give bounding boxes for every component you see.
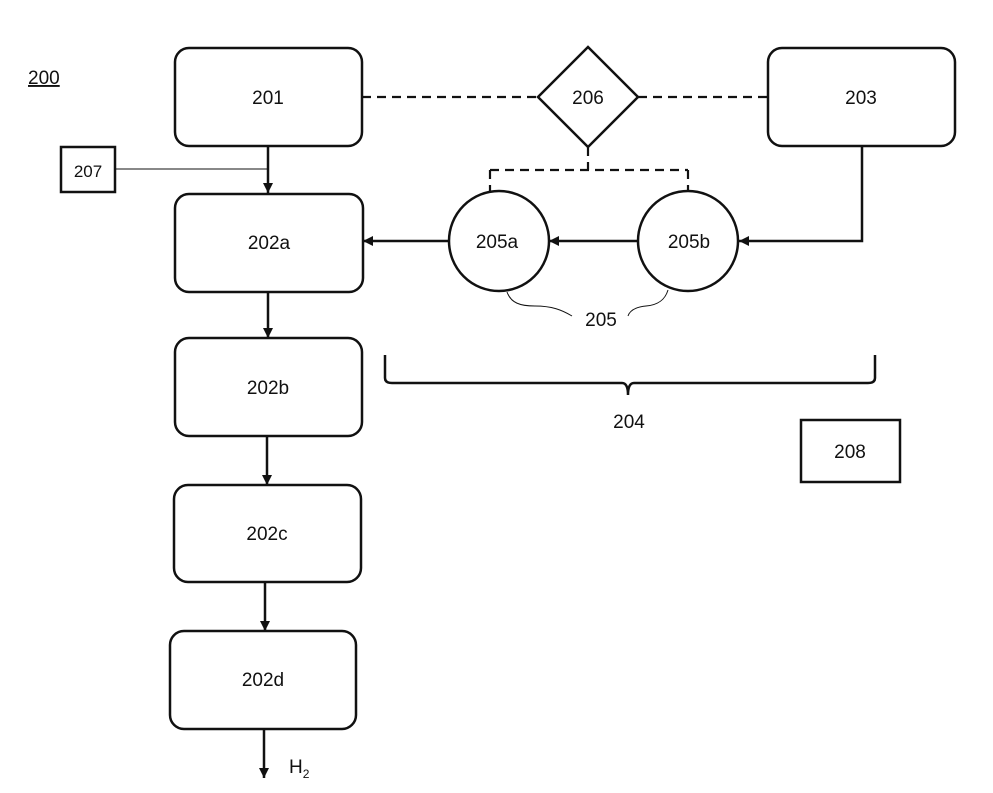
node-202b: 202b [175, 338, 362, 436]
node-203-label: 203 [845, 88, 877, 109]
node-206: 206 [538, 47, 638, 147]
group-204-label: 204 [613, 412, 645, 433]
node-203: 203 [768, 48, 955, 146]
node-202a: 202a [175, 194, 363, 292]
figure-ref-label: 200 [28, 68, 60, 89]
node-208-label: 208 [834, 442, 866, 463]
node-201: 201 [175, 48, 362, 146]
node-202d-label: 202d [242, 670, 284, 691]
node-202d: 202d [170, 631, 356, 729]
group-205-label: 205 [585, 310, 617, 331]
node-207: 207 [61, 147, 115, 192]
node-202c: 202c [174, 485, 361, 582]
arrow-203-to-205b [739, 146, 862, 241]
node-202b-label: 202b [247, 378, 289, 399]
brace-204 [385, 355, 875, 395]
leader-205-left [507, 292, 572, 316]
node-205a: 205a [449, 191, 549, 291]
node-205b-label: 205b [668, 232, 710, 253]
output-h2-main: H [289, 757, 303, 778]
node-208: 208 [801, 420, 900, 482]
node-201-label: 201 [252, 88, 284, 109]
output-h2-subscript: 2 [303, 767, 310, 781]
node-205b: 205b [638, 191, 738, 291]
dashed-fork-206-205 [490, 147, 688, 192]
node-205a-label: 205a [476, 232, 519, 253]
leader-205-right [628, 290, 668, 316]
output-h2-label: H2 [289, 757, 310, 781]
node-206-label: 206 [572, 88, 604, 109]
node-207-label: 207 [74, 162, 102, 181]
node-202c-label: 202c [246, 524, 287, 545]
node-202a-label: 202a [248, 233, 291, 254]
